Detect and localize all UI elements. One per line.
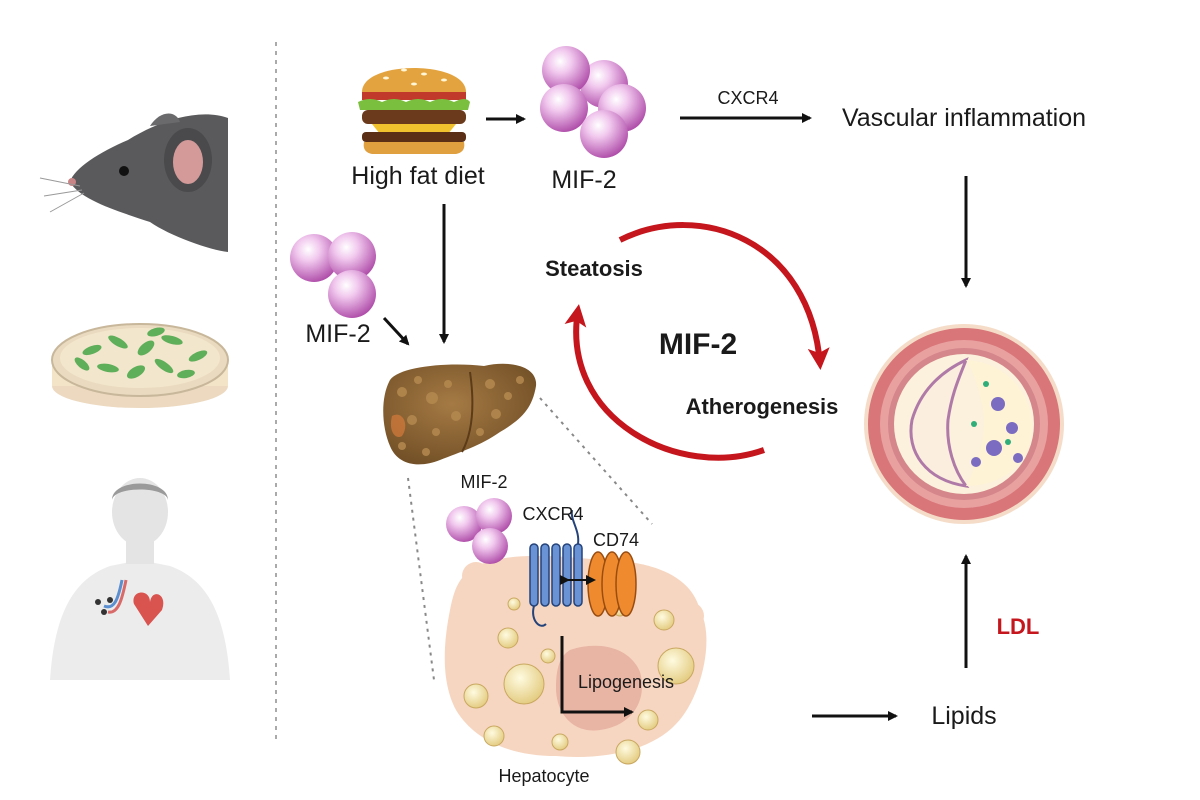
mif2-center-label: MIF-2: [659, 328, 737, 361]
steatosis-label: Steatosis: [545, 256, 643, 281]
atherogenesis-label: Atherogenesis: [686, 394, 839, 419]
mif2-trimer-icon: [540, 46, 646, 158]
liver-icon: [383, 363, 537, 465]
cxcr4-cell-label: CXCR4: [522, 504, 583, 524]
red-arrow-steatosis-to-atherogenesis: [618, 222, 830, 370]
vascular-inflammation-label: Vascular inflammation: [842, 104, 1086, 132]
lipids-label: Lipids: [931, 702, 996, 730]
ldl-label: LDL: [997, 614, 1040, 639]
lipogenesis-label: Lipogenesis: [578, 672, 674, 692]
mif2-left-label: MIF-2: [305, 320, 370, 348]
arrow-mif2-to-liver: [382, 316, 410, 346]
cd74-label: CD74: [593, 530, 639, 550]
mif2-top-label: MIF-2: [551, 166, 616, 194]
mif2-cell-label: MIF-2: [461, 472, 508, 492]
cxcr4-arrow-label: CXCR4: [717, 88, 778, 108]
artery-cross-section-icon: [864, 324, 1064, 524]
mif2-left-icon: [290, 232, 376, 318]
hepatocyte-cell-icon: [444, 498, 707, 765]
high-fat-diet-label: High fat diet: [351, 162, 484, 190]
mouse-icon: [39, 113, 228, 253]
hepatocyte-label: Hepatocyte: [498, 766, 589, 786]
zoom-line-left: [407, 477, 435, 681]
petri-dish-icon: [51, 323, 229, 408]
red-arrow-atherogenesis-to-steatosis: [564, 304, 766, 461]
burger-icon: [358, 68, 470, 154]
human-heart-icon: [50, 478, 230, 680]
